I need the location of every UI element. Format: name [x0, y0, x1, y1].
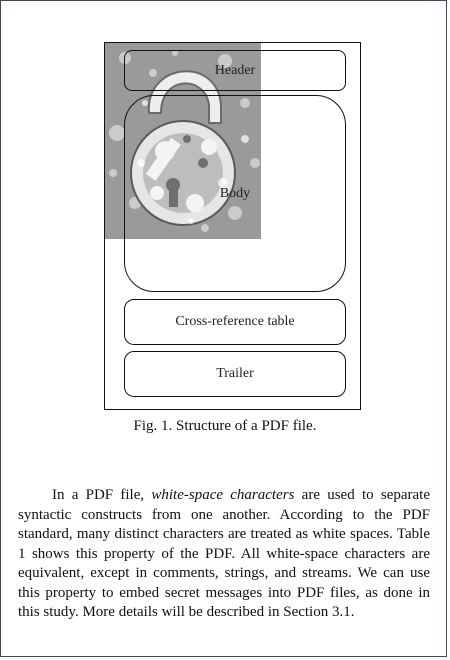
padlock-image [105, 43, 261, 239]
trailer-box: Trailer [124, 351, 346, 397]
header-label: Header [214, 62, 256, 78]
figure-caption: Fig. 1. Structure of a PDF file. [133, 418, 317, 434]
paragraph-text-start: In a PDF file, [52, 487, 152, 503]
header-box: Header [124, 50, 346, 91]
pdf-structure-figure: Header Body Cross-reference table Traile… [104, 42, 361, 410]
body-label: Body [219, 185, 251, 201]
body-paragraph: In a PDF file, white-space characters ar… [18, 486, 430, 623]
trailer-label: Trailer [216, 366, 254, 381]
paragraph-emphasis: white-space characters [151, 487, 295, 503]
cross-reference-table-label: Cross-reference table [175, 314, 295, 329]
body-box: Body [124, 95, 346, 292]
paragraph-text-rest: are used to separate syntactic construct… [18, 487, 430, 620]
cross-reference-table-box: Cross-reference table [124, 299, 346, 345]
